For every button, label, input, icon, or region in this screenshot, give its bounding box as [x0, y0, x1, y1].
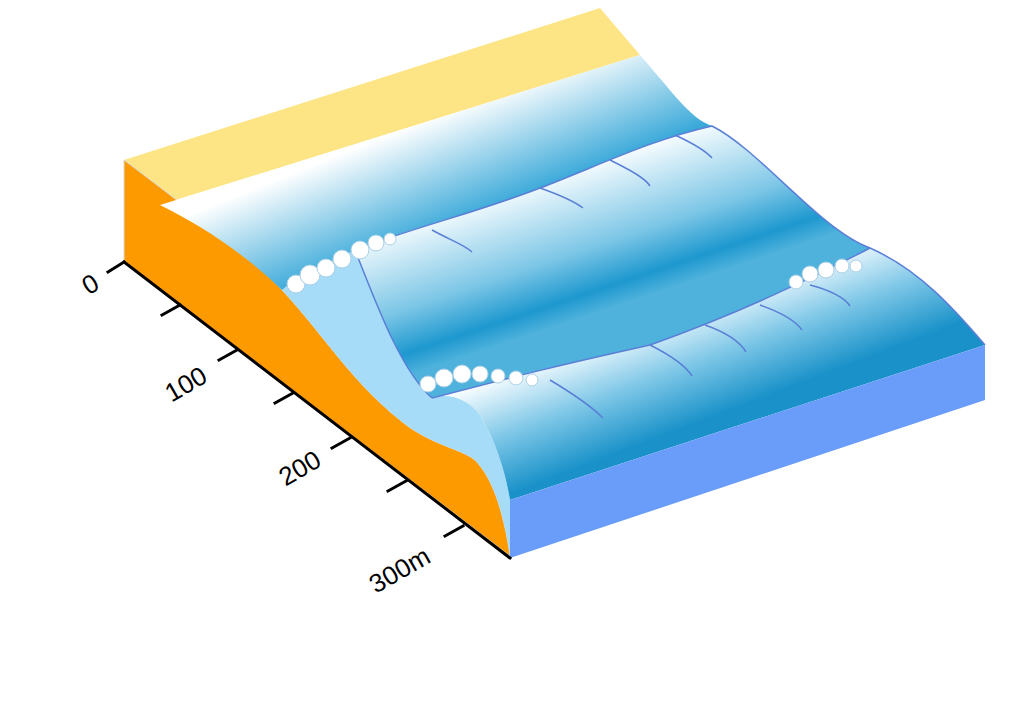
distance-label: 300m	[365, 542, 434, 597]
distance-label: 0	[77, 269, 103, 299]
crest-lines	[355, 126, 985, 418]
water-front-face	[510, 345, 985, 558]
distance-axis	[108, 262, 510, 558]
distance-label: 200	[275, 446, 326, 490]
wave-foam	[287, 233, 862, 392]
distance-label: 100	[161, 362, 212, 406]
